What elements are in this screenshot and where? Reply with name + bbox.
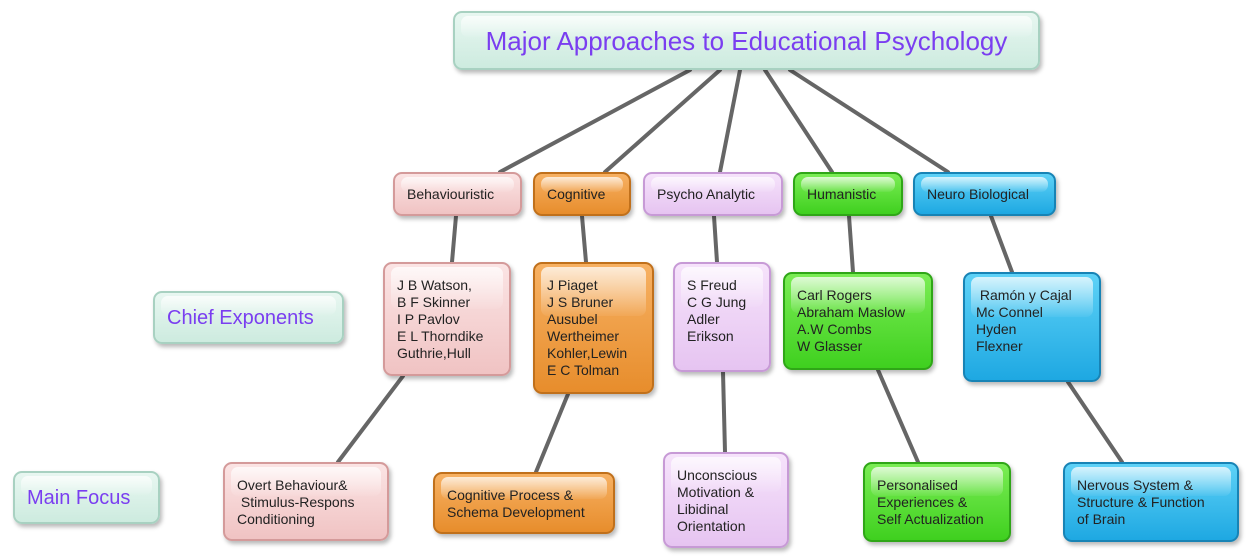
link-psycho-analytic-exponents <box>712 214 719 264</box>
approach-behaviouristic-label: Behaviouristic <box>407 185 495 202</box>
link-neuro-biological-exponents <box>989 214 1014 274</box>
row-label-chief-exponents: Chief Exponents <box>153 291 344 344</box>
link-title-behaviouristic <box>498 68 692 174</box>
link-cognitive-focus <box>534 392 570 474</box>
focus-humanistic: Personalised Experiences & Self Actualiz… <box>863 462 1011 542</box>
exponents-behaviouristic-text: J B Watson, B F Skinner I P Pavlov E L T… <box>397 277 484 361</box>
link-cognitive-exponents <box>580 214 588 264</box>
exponents-psycho-analytic-text: S Freud C G Jung Adler Erikson <box>687 277 747 344</box>
link-humanistic-exponents <box>847 214 855 274</box>
focus-psycho-analytic: Unconscious Motivation & Libidinal Orien… <box>663 452 789 548</box>
focus-neuro-biological-text: Nervous System & Structure & Function of… <box>1077 477 1205 527</box>
exponents-cognitive: J Piaget J S Bruner Ausubel Wertheimer K… <box>533 262 654 394</box>
approach-humanistic: Humanistic <box>793 172 903 216</box>
link-humanistic-focus <box>876 368 920 464</box>
diagram-title-text: Major Approaches to Educational Psycholo… <box>485 25 1008 56</box>
exponents-cognitive-text: J Piaget J S Bruner Ausubel Wertheimer K… <box>547 277 628 378</box>
row-label-main-focus: Main Focus <box>13 471 160 524</box>
exponents-behaviouristic: J B Watson, B F Skinner I P Pavlov E L T… <box>383 262 511 376</box>
link-title-psycho-analytic <box>718 68 742 174</box>
focus-psycho-analytic-text: Unconscious Motivation & Libidinal Orien… <box>677 467 758 534</box>
link-behaviouristic-exponents <box>450 214 458 264</box>
exponents-neuro-biological-text: Ramón y Cajal Mc Connel Hyden Flexner <box>976 287 1072 354</box>
approach-neuro-biological-label: Neuro Biological <box>927 185 1029 202</box>
approach-psycho-analytic-label: Psycho Analytic <box>657 185 756 202</box>
approach-neuro-biological: Neuro Biological <box>913 172 1056 216</box>
exponents-humanistic-text: Carl Rogers Abraham Maslow A.W Combs W G… <box>797 287 906 354</box>
row-label-chief-exponents-text: Chief Exponents <box>167 306 314 329</box>
link-title-cognitive <box>603 68 722 174</box>
link-neuro-biological-focus <box>1066 380 1124 464</box>
link-behaviouristic-focus <box>336 374 405 464</box>
exponents-psycho-analytic: S Freud C G Jung Adler Erikson <box>673 262 771 372</box>
approach-behaviouristic: Behaviouristic <box>393 172 522 216</box>
diagram-title: Major Approaches to Educational Psycholo… <box>453 11 1040 70</box>
approach-cognitive-label: Cognitive <box>547 185 606 202</box>
exponents-humanistic: Carl Rogers Abraham Maslow A.W Combs W G… <box>783 272 933 370</box>
link-title-humanistic <box>763 68 834 174</box>
approach-humanistic-label: Humanistic <box>807 185 877 202</box>
focus-humanistic-text: Personalised Experiences & Self Actualiz… <box>877 477 984 527</box>
focus-behaviouristic: Overt Behaviour& Stimulus-Respons Condit… <box>223 462 389 541</box>
focus-neuro-biological: Nervous System & Structure & Function of… <box>1063 462 1239 542</box>
approach-psycho-analytic: Psycho Analytic <box>643 172 783 216</box>
exponents-neuro-biological: Ramón y Cajal Mc Connel Hyden Flexner <box>963 272 1101 382</box>
link-title-neuro-biological <box>788 68 950 174</box>
link-psycho-analytic-focus <box>721 370 727 454</box>
focus-cognitive: Cognitive Process & Schema Development <box>433 472 615 534</box>
focus-cognitive-text: Cognitive Process & Schema Development <box>447 487 585 520</box>
approach-cognitive: Cognitive <box>533 172 631 216</box>
focus-behaviouristic-text: Overt Behaviour& Stimulus-Respons Condit… <box>237 477 355 527</box>
row-label-main-focus-text: Main Focus <box>27 486 131 509</box>
